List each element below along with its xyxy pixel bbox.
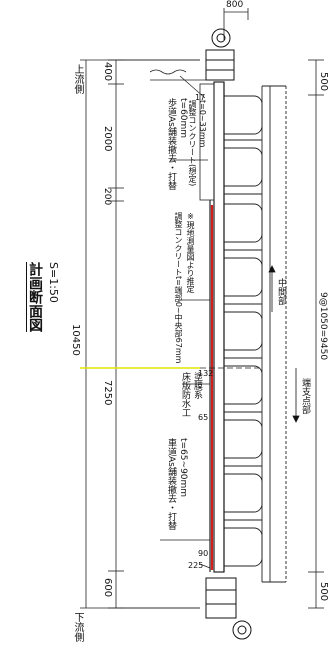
- dim-225: 225: [188, 561, 204, 570]
- dim-800: 800: [226, 0, 244, 10]
- dim-400: 400: [102, 62, 113, 82]
- drawing-title: 計画断面図: [27, 262, 43, 332]
- dim-17: 17: [195, 93, 206, 102]
- sidewalk-curb: [149, 69, 215, 201]
- dim-65: 65: [198, 413, 209, 422]
- dim-132: 132: [198, 369, 214, 378]
- dim-500-bottom: 500: [318, 582, 329, 602]
- note-road-thickness: t=65~90mm: [178, 438, 188, 498]
- girder-cells: [224, 85, 287, 583]
- deck-slab: [209, 81, 225, 573]
- dim-200: 200: [102, 188, 112, 206]
- region-arrows: [268, 265, 300, 423]
- note-sidewalk-thickness: t=60mm: [178, 98, 188, 139]
- label-upstream: 上流側: [72, 64, 83, 94]
- label-middle: 中間部: [276, 278, 286, 305]
- dim-9x1050: 9@1050=9450: [318, 292, 328, 361]
- dim-90: 90: [198, 549, 209, 558]
- note-waterproof-type: 塗膜系: [192, 372, 202, 399]
- dim-600: 600: [102, 578, 113, 598]
- railing-downstream: [205, 577, 252, 640]
- label-support: 端支点部: [300, 378, 310, 414]
- note-adjust-concrete: 調整コンクリート(想定): [188, 100, 197, 187]
- dim-500-top: 500: [318, 72, 329, 92]
- dim-7250: 7250: [102, 380, 113, 406]
- drawing-scale: S=1:50: [47, 262, 60, 303]
- railing-upstream: [205, 28, 235, 81]
- note-adjust-center: 調整コンクリートt=端部0~中央部67mm: [174, 212, 183, 364]
- note-waterproof: 床版防水工: [180, 372, 190, 417]
- note-sidewalk-removal: 歩道As舗装撤去・打替: [166, 98, 176, 190]
- note-road-removal: 車道As舗装撤去・打替: [166, 438, 176, 530]
- dim-10450: 10450: [70, 324, 81, 356]
- label-downstream: 下流側: [72, 612, 83, 642]
- note-adjust-thickness: t=0~33mm: [198, 100, 207, 148]
- dim-2000: 2000: [102, 126, 113, 152]
- note-survey: ※現地測量図より推定: [186, 212, 195, 293]
